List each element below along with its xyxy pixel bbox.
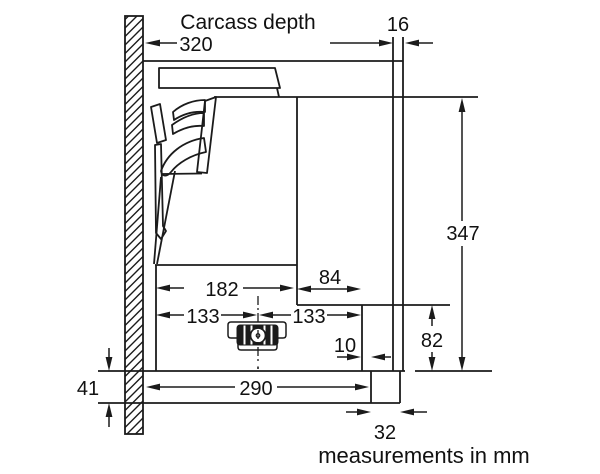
- dim-label-41: 41: [77, 378, 99, 400]
- dim-foot-width: [346, 408, 427, 416]
- dim-label-82: 82: [421, 330, 443, 352]
- filter-flap-assembly: [150, 96, 217, 265]
- dim-carcass-depth: [145, 39, 393, 47]
- hood-body-outline: [98, 96, 492, 404]
- dim-gap: [337, 353, 391, 361]
- dim-label-347: 347: [446, 223, 479, 245]
- front-strip: [150, 103, 167, 144]
- dim-front-strip-height: [105, 348, 113, 427]
- dim-hood-height: [458, 98, 466, 371]
- dim-front-extension: [297, 285, 361, 293]
- dim-pullout-depth: [146, 383, 369, 391]
- dim-label-182: 182: [205, 279, 238, 301]
- dim-outlet-center: [156, 311, 361, 319]
- front-slant-inner: [153, 176, 162, 265]
- tilted-rear-panel: [196, 96, 217, 174]
- units-note: measurements in mm: [318, 443, 530, 468]
- filter-band-bottom: [160, 137, 207, 177]
- dim-label-16: 16: [387, 14, 409, 36]
- dim-label-10: 10: [334, 335, 356, 357]
- top-flange: [158, 67, 281, 98]
- filter-band-top: [172, 99, 206, 121]
- dim-panel-thickness: [405, 39, 433, 47]
- furniture-panel: [392, 37, 404, 371]
- dim-label-290: 290: [239, 378, 272, 400]
- dim-label-84: 84: [319, 267, 341, 289]
- wall-hatch: [124, 15, 144, 435]
- label-carcass-depth: Carcass depth: [180, 11, 315, 34]
- foot-spacer: [370, 371, 401, 403]
- fan-motor-unit: [227, 296, 287, 369]
- front-slant-outer: [156, 170, 176, 265]
- dim-label-32: 32: [374, 422, 396, 444]
- dim-label-133-left: 133: [186, 306, 219, 328]
- flap-bottom-edge: [160, 172, 203, 175]
- dim-rear-depth: [156, 284, 294, 292]
- dim-lower-section-height: [428, 305, 436, 371]
- dim-label-320: 320: [179, 34, 212, 56]
- dim-label-133-right: 133: [292, 306, 325, 328]
- filter-band-middle: [171, 112, 205, 135]
